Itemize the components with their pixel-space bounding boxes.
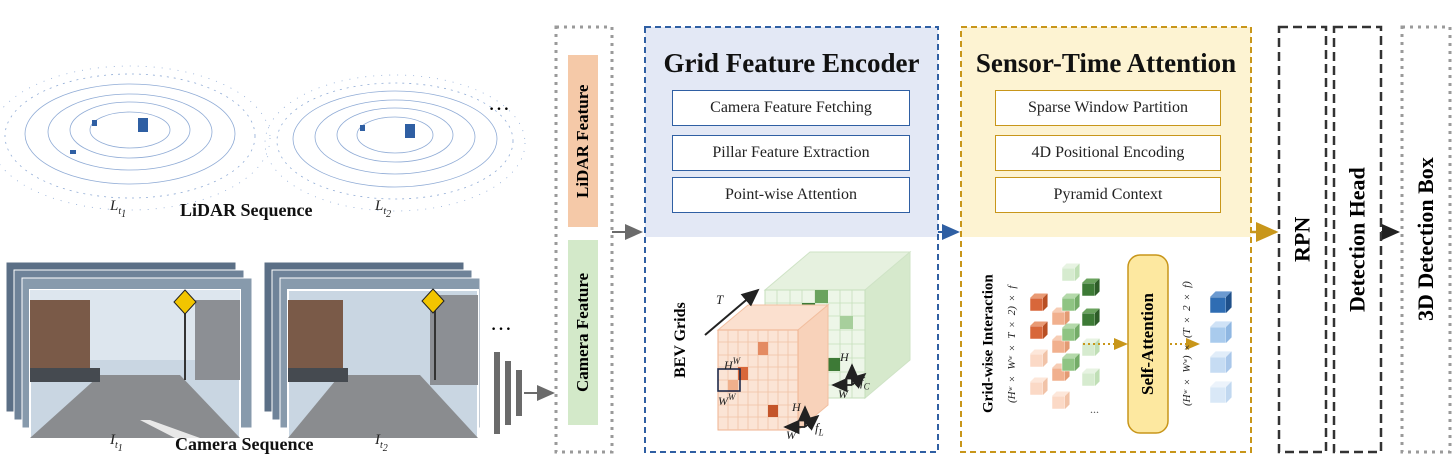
bev-lidar-cube — [716, 303, 830, 432]
token-cubes-input — [1029, 263, 1100, 410]
lidar-token-cube — [1029, 293, 1048, 312]
bev-grids-label: BEV Grids — [672, 302, 689, 378]
lidar-pointcloud-1 — [0, 65, 271, 211]
output-token-cube — [1209, 291, 1232, 314]
t-label: T — [716, 292, 724, 307]
lidar-token-cube — [1051, 391, 1070, 410]
detection-box-label: 3D Detection Box — [1413, 157, 1438, 322]
grid-encoder-title: Grid Feature Encoder — [663, 48, 920, 78]
lidar-feature-label: LiDAR Feature — [573, 84, 592, 198]
camera-token-cube — [1061, 263, 1080, 282]
camera-stack-2 — [263, 261, 481, 439]
camera-h-label: H — [840, 350, 849, 364]
positional-encoding-box: 4D Positional Encoding — [995, 135, 1221, 171]
grid-interaction-label: Grid-wise Interaction — [980, 274, 997, 414]
self-attention-box — [1127, 254, 1169, 434]
lidar-objects-2 — [360, 124, 415, 138]
camera-feature-bar — [568, 240, 598, 425]
sparse-window-partition-box: Sparse Window Partition — [995, 90, 1221, 126]
ww-label: WW — [718, 392, 736, 408]
camera-w-label: W — [838, 387, 848, 401]
lidar-frame1-label: Lt1 — [110, 198, 127, 220]
lidar-frame2-label: Lt2 — [375, 198, 392, 220]
token-dots: ... — [1090, 402, 1099, 416]
fc-label: fC — [860, 374, 870, 392]
lidar-w-label: W — [786, 428, 796, 442]
lidar-axes — [783, 405, 820, 435]
lidar-token-cube — [1029, 321, 1048, 340]
camera-stack-1 — [5, 261, 253, 439]
lidar-sequence-label: LiDAR Sequence — [180, 200, 313, 220]
lidar-objects-1 — [70, 118, 148, 154]
output-token-cube — [1209, 381, 1232, 404]
output-token-cube — [1209, 321, 1232, 344]
t-axis-arrow — [704, 288, 760, 336]
lidar-ellipsis: … — [488, 90, 510, 115]
token-cubes-output — [1209, 291, 1232, 404]
lidar-h-label: H — [792, 400, 801, 414]
grid-encoder-frame — [644, 26, 939, 453]
detection-head-frame — [1332, 25, 1383, 454]
detection-box-frame — [1400, 25, 1452, 454]
camera-token-cube — [1081, 278, 1100, 297]
camera-token-cube — [1061, 353, 1080, 372]
output-dims-label: (Hʷ × Wʷ) × (T × 2 × f) — [1181, 281, 1193, 407]
camera-sequence-label: Camera Sequence — [175, 434, 314, 454]
camera-token-cube — [1081, 308, 1100, 327]
camera-token-cube — [1081, 368, 1100, 387]
camera-ellipsis: … — [490, 310, 512, 335]
backbone-bars — [494, 352, 522, 434]
camera-frame2-label: It2 — [375, 432, 388, 454]
output-token-cube — [1209, 351, 1232, 374]
camera-axes — [831, 363, 867, 393]
detection-head-label: Detection Head — [1344, 167, 1370, 312]
input-dims-label: (Hʷ × Wʷ × T × 2) × f — [1006, 285, 1018, 403]
sensor-time-title: Sensor-Time Attention — [975, 48, 1237, 78]
hw-label: HW — [724, 356, 741, 372]
rpn-label: RPN — [1289, 216, 1315, 263]
point-wise-attention-box: Point-wise Attention — [672, 177, 910, 213]
self-attention-label: Self-Attention — [1138, 293, 1157, 395]
camera-frame1-label: It1 — [110, 432, 123, 454]
lidar-token-cube — [1029, 349, 1048, 368]
camera-feature-label: Camera Feature — [573, 272, 592, 393]
rpn-frame — [1277, 25, 1328, 454]
lidar-token-cube — [1029, 377, 1048, 396]
lidar-feature-bar — [568, 55, 598, 227]
lidar-pointcloud-2 — [264, 74, 526, 212]
camera-token-cube — [1061, 323, 1080, 342]
fl-label: fL — [815, 420, 824, 438]
pyramid-context-box: Pyramid Context — [995, 177, 1221, 213]
camera-token-cube — [1061, 293, 1080, 312]
pillar-feature-extraction-box: Pillar Feature Extraction — [672, 135, 910, 171]
camera-feature-fetching-box: Camera Feature Fetching — [672, 90, 910, 126]
camera-token-cube — [1081, 338, 1100, 357]
sensor-time-frame — [960, 26, 1252, 453]
